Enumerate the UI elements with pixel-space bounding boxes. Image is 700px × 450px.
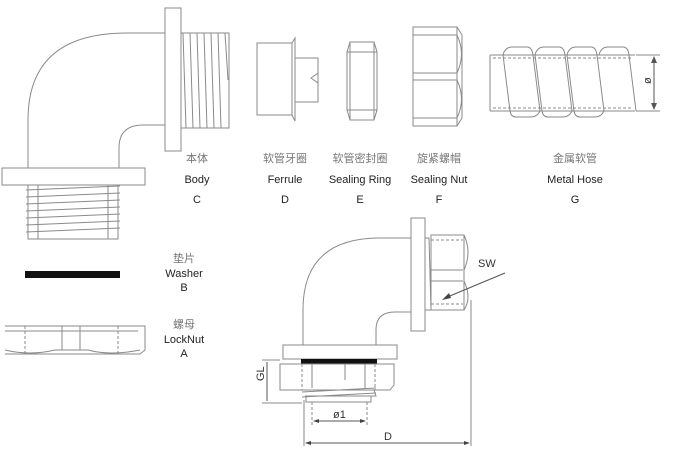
label-ferrule-en: Ferrule — [267, 174, 303, 186]
label-sealing-ring-letter: E — [356, 194, 364, 206]
d-dimension-label: D — [384, 431, 392, 443]
label-metal-hose-letter: G — [570, 194, 580, 206]
label-sealing-ring: 软管密封圈 Sealing Ring E — [305, 152, 415, 207]
label-locknut-en: LockNut — [163, 334, 205, 346]
part-body-drawing — [1, 7, 230, 240]
part-locknut-drawing — [4, 325, 146, 355]
label-sealing-nut: 旋紧螺帽 Sealing Nut F — [384, 152, 494, 207]
label-locknut: 螺母 LockNut A — [129, 318, 239, 361]
label-sealing-nut-cn: 旋紧螺帽 — [417, 152, 461, 165]
label-sealing-ring-en: Sealing Ring — [328, 174, 392, 186]
label-washer-letter: B — [180, 282, 188, 294]
label-body-cn: 本体 — [186, 152, 208, 165]
hose-diameter-label: ø — [642, 77, 654, 84]
label-locknut-letter: A — [180, 348, 188, 360]
part-sealing-nut-drawing — [412, 26, 463, 127]
label-sealing-ring-cn: 软管密封圈 — [332, 152, 388, 165]
label-washer-en: Washer — [165, 268, 203, 280]
label-body-letter: C — [193, 194, 201, 206]
label-body-en: Body — [184, 174, 210, 186]
label-metal-hose-cn: 金属软管 — [553, 152, 597, 165]
label-body: 本体 Body C — [142, 152, 252, 207]
label-ferrule-letter: D — [281, 194, 289, 206]
part-ferrule-drawing — [256, 36, 319, 122]
label-locknut-cn: 螺母 — [173, 318, 195, 331]
part-metal-hose-drawing: ø — [489, 46, 660, 118]
label-metal-hose-en: Metal Hose — [547, 174, 603, 186]
part-sealing-ring-drawing — [346, 41, 378, 121]
label-sealing-nut-letter: F — [435, 194, 443, 206]
assembled-fitting-drawing: SW GL ø1 D — [255, 217, 506, 446]
inner-diameter-label: ø1 — [333, 409, 346, 421]
label-washer: 垫片 Washer B — [129, 252, 239, 295]
sw-dimension-label: SW — [478, 258, 496, 270]
label-metal-hose: 金属软管 Metal Hose G — [520, 152, 630, 207]
part-washer-drawing — [25, 271, 120, 278]
label-ferrule: 软管牙圈 Ferrule D — [230, 152, 340, 207]
label-washer-cn: 垫片 — [173, 252, 195, 265]
label-sealing-nut-en: Sealing Nut — [410, 174, 468, 186]
label-ferrule-cn: 软管牙圈 — [263, 152, 307, 165]
gl-dimension-label: GL — [255, 366, 267, 381]
